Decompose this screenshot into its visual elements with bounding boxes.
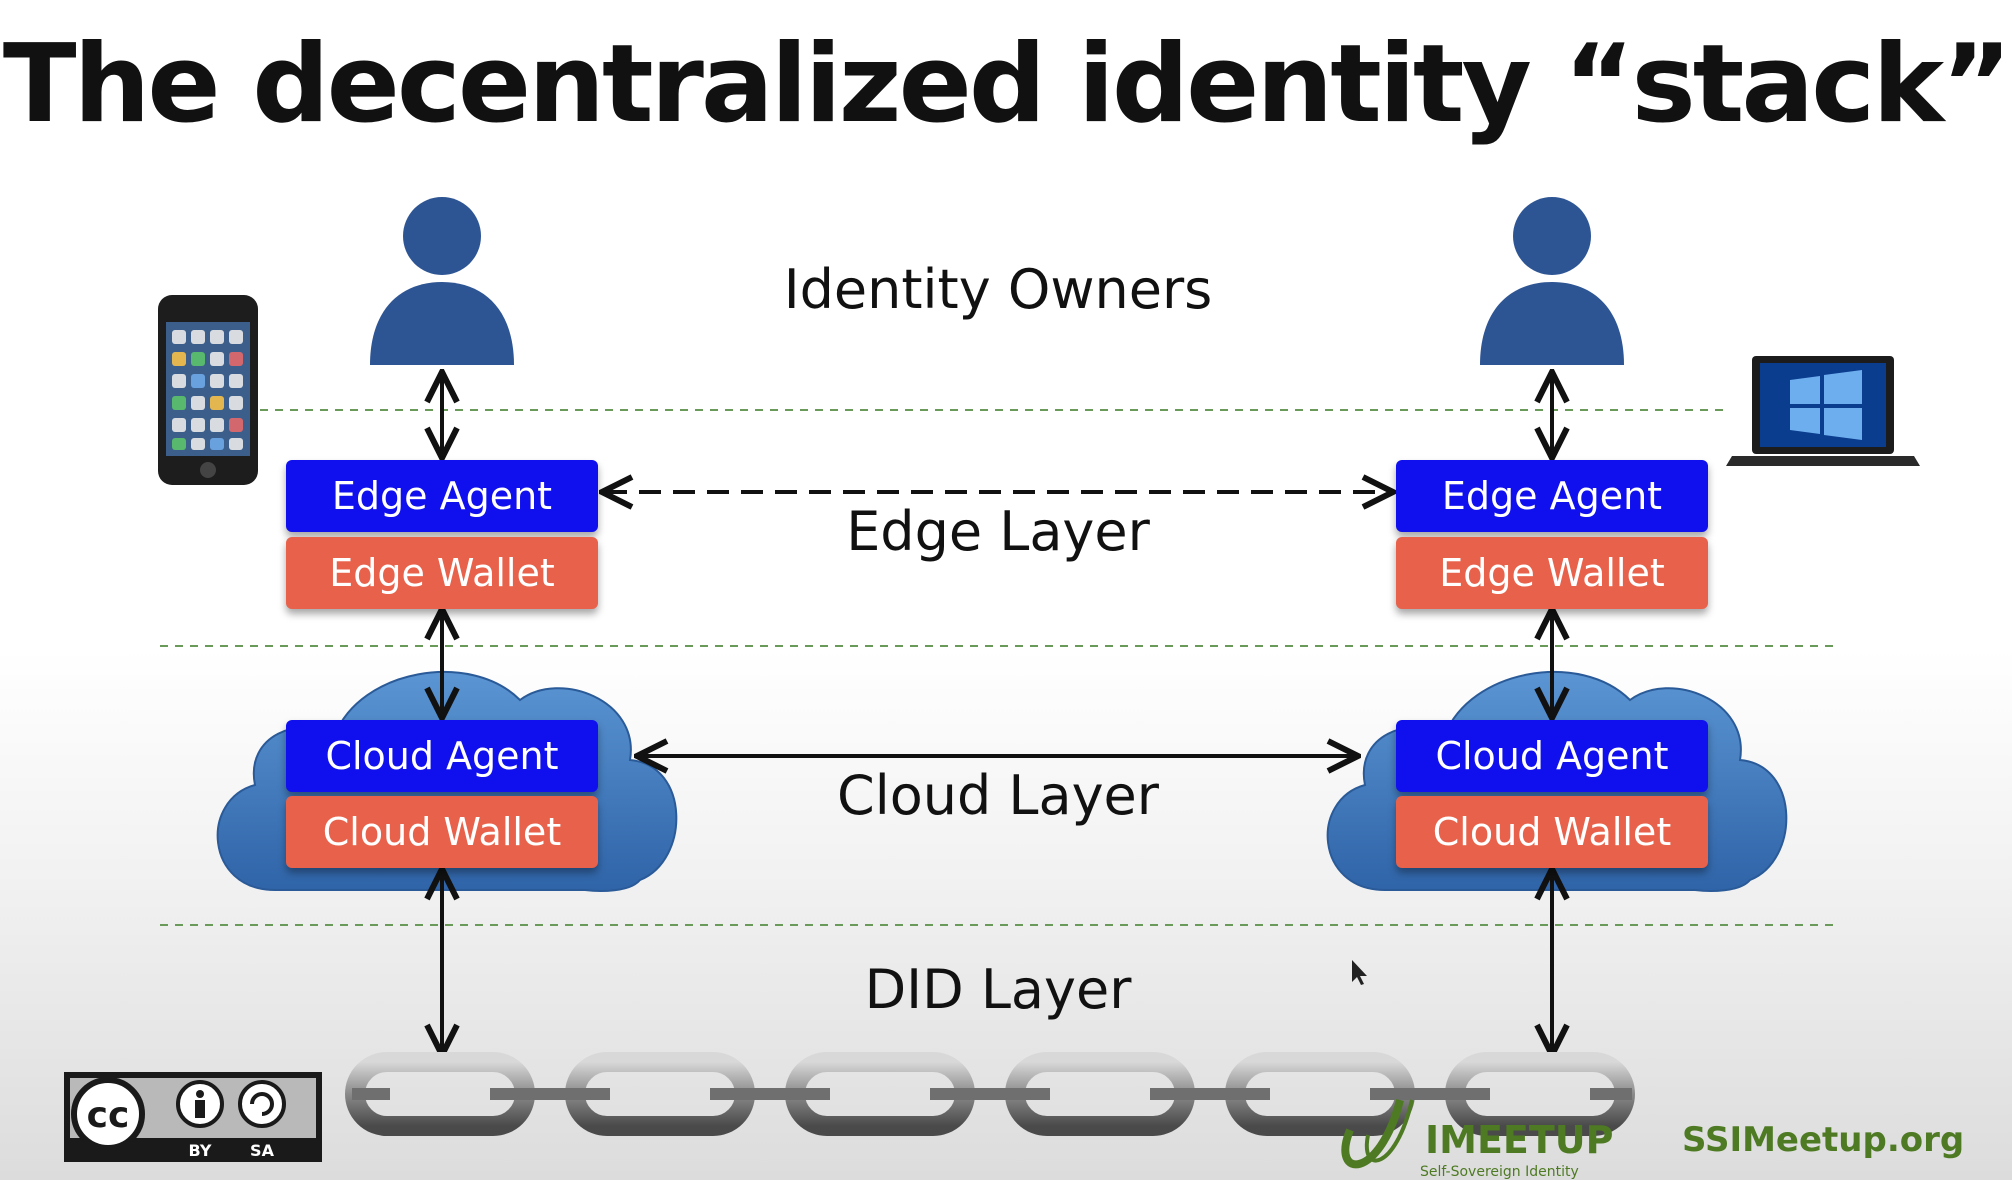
cc-license-badge: cc BY SA [64, 1072, 322, 1162]
right-edge-wallet: Edge Wallet [1396, 537, 1708, 609]
smartphone-icon [158, 295, 258, 485]
person-icon-left [370, 197, 514, 365]
site-url[interactable]: SSIMeetup.org [1682, 1120, 1965, 1160]
person-icon-right [1480, 197, 1624, 365]
cc-icon [71, 1077, 145, 1151]
label-did-layer: DID Layer [864, 958, 1132, 1021]
meetup-wordmark: IMEETUP [1425, 1118, 1614, 1162]
right-cloud-wallet: Cloud Wallet [1396, 796, 1708, 868]
cc-text: cc [87, 1095, 130, 1136]
meetup-tagline: Self-Sovereign Identity [1420, 1164, 1579, 1180]
right-cloud-agent: Cloud Agent [1396, 720, 1708, 792]
left-cloud-wallet: Cloud Wallet [286, 796, 598, 868]
label-cloud-layer: Cloud Layer [837, 764, 1159, 827]
label-edge-layer: Edge Layer [846, 500, 1150, 563]
left-edge-wallet: Edge Wallet [286, 537, 598, 609]
label-identity-owners: Identity Owners [783, 258, 1213, 321]
right-edge-agent: Edge Agent [1396, 460, 1708, 532]
laptop-icon [1726, 356, 1920, 466]
mouse-cursor-icon [1352, 960, 1367, 985]
left-cloud-agent: Cloud Agent [286, 720, 598, 792]
ssi-meetup-logo-icon [1341, 1099, 1414, 1169]
sa-icon [238, 1080, 286, 1128]
left-edge-agent: Edge Agent [286, 460, 598, 532]
by-label: BY [189, 1141, 212, 1160]
sa-label: SA [250, 1141, 275, 1160]
slide-title: The decentralized identity “stack” [2, 22, 2012, 147]
blockchain-chain-icon [345, 1052, 1635, 1136]
by-icon [176, 1080, 224, 1128]
